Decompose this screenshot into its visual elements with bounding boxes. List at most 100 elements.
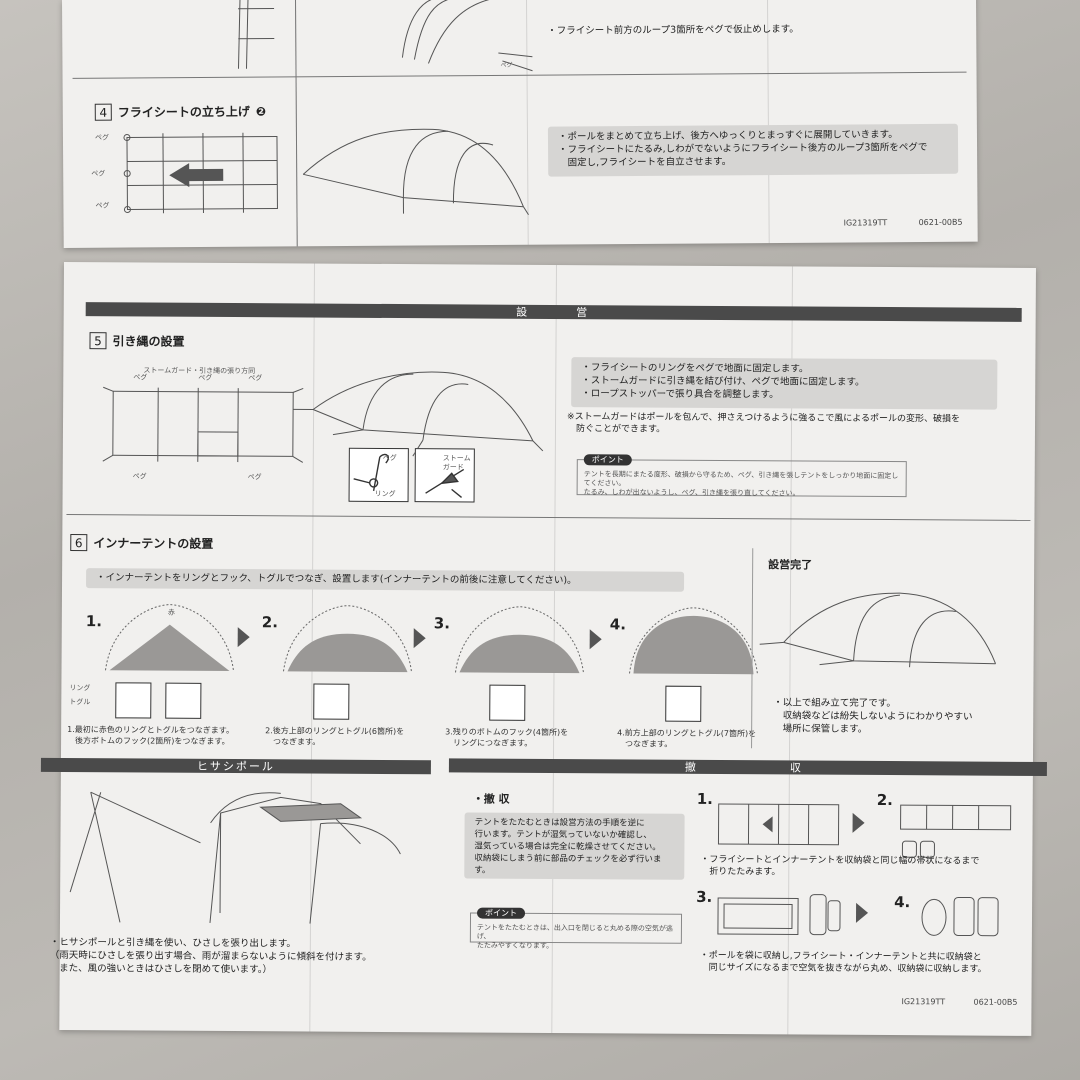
instruction-sheet-lower: 設 営 5 引き縄の設置 ストームガード・引き縄の張り方同 ペグ ペグ ペグ ペ… <box>40 262 1047 1036</box>
point-line: たたみやすくなります。 <box>476 941 554 951</box>
step4-badge: ❷ <box>255 104 267 119</box>
peg-label: ペグ <box>247 473 262 482</box>
peg-label: ペグ <box>132 472 147 481</box>
step3-note: ・フライシート前方のループ3箇所をペグで仮止めします。 <box>547 23 799 37</box>
step5-remark: ※ストームガードはポールを包んで、押さえつけるように強るこで風によるポールの変形… <box>567 411 960 437</box>
note-line: 同じサイズになるまで空気を抜きながら丸め、収納袋に収納します。 <box>699 962 987 975</box>
note-line: 折りたたみます。 <box>700 866 781 878</box>
fold-step-number: 3. <box>696 887 713 906</box>
hook-icon <box>165 682 202 719</box>
direction-arrow-icon <box>169 163 224 188</box>
peg-label: ペグ <box>95 201 110 210</box>
step6-title: 6 インナーテントの設置 <box>70 534 213 552</box>
hisashi-note: ・ヒサシポールと引き縄を使い、ひさしを張り出します。 （雨天時にひさしを張り出す… <box>50 936 372 977</box>
point-label: ポイント <box>583 454 632 466</box>
peg-label: ペグ <box>94 133 109 142</box>
stormguard-icon <box>425 468 465 498</box>
step4-layout-diagram <box>123 132 278 214</box>
step-caption: 3.残りのボトムのフック(4箇所)を リングにつなぎます。 <box>445 727 569 748</box>
instruction-sheet-upper: ペグ ・フライシート前方のループ3箇所をペグで仮止めします。 4 フライシートの… <box>62 0 978 248</box>
inner-tent-step2-diagram <box>283 605 412 673</box>
note-line: 収納袋にしまう前に部品のチェックを必ず行います。 <box>474 853 662 876</box>
note-line: また、風の強いときはひさしを閉めて使います。） <box>49 962 273 976</box>
inner-tent-step1-diagram <box>105 604 235 672</box>
step5-number: 5 <box>89 332 107 350</box>
step5-title-text: 引き縄の設置 <box>112 334 185 349</box>
setup-banner: 設 営 <box>85 302 1022 322</box>
complete-note: ・以上で組み立て完了です。 収納袋などは紛失しないようにわかりやすい 場所に保管… <box>773 696 973 736</box>
document-code: IG21319TT <box>843 218 888 228</box>
fold-note-2: ・ポールを袋に収納し,フライシート・インナーテントと共に収納袋と 同じサイズにな… <box>700 950 987 976</box>
next-step-arrow-icon <box>413 628 426 649</box>
inner-tent-step3-diagram <box>455 606 584 674</box>
peg-label: ペグ <box>500 61 512 69</box>
ring-toggle-icon <box>665 685 702 722</box>
step4-title-text: フライシートの立ち上げ <box>117 104 250 120</box>
step-caption: 1.最初に赤色のリングとトグルをつなぎます。 後方ボトムのフック(2箇所)をつな… <box>67 725 235 747</box>
step5-layout-diagram <box>102 386 304 463</box>
fold-step2-diagram <box>900 804 1012 858</box>
step-number: 2. <box>261 613 278 632</box>
ring-label: リング <box>374 489 396 499</box>
fold-step-number: 1. <box>696 789 713 808</box>
step-number: 4. <box>609 615 626 634</box>
complete-title: 設営完了 <box>768 558 813 572</box>
note-line: ・フライシートにたるみ,しわがでないようにフライシート後方のループ3箇所をペグで <box>558 141 928 156</box>
document-code: 0621-00B5 <box>918 217 963 228</box>
note-line: ・以上で組み立て完了です。 <box>773 697 896 710</box>
next-step-arrow-icon <box>852 812 865 833</box>
note-line: 収納袋などは紛失しないようにわかりやすい <box>773 710 973 723</box>
takedown-banner: 撤 収 <box>448 758 1047 777</box>
remark-line: 防ぐことができます。 <box>566 424 666 435</box>
ring-label: リング <box>69 684 91 693</box>
fold-step-number: 2. <box>876 790 893 810</box>
fold-step4-diagram <box>921 896 999 937</box>
note-line: 固定し,フライシートを自立させます。 <box>558 156 732 169</box>
peg-label: ペグ <box>382 453 397 463</box>
ring-peg-detail-box <box>348 447 409 503</box>
next-step-arrow-icon <box>589 629 602 650</box>
hisashi-pole-diagram <box>69 791 401 924</box>
step-caption: 2.後方上部のリングとトグル(6箇所)を つなぎます。 <box>265 726 405 747</box>
ring-toggle-icon <box>313 683 350 720</box>
hisashi-banner: ヒサシポール <box>40 757 431 775</box>
fold-step-number: 4. <box>894 893 911 912</box>
step-number: 1. <box>85 612 103 631</box>
document-code: 0621-00B5 <box>973 997 1018 1007</box>
note-line: ・ロープストッパーで張り具合を調整します。 <box>581 388 779 401</box>
takedown-note: テントをたたむときは設営方法の手順を逆に 行います。テントが湿気っていないか確認… <box>464 812 685 880</box>
inner-tent-step4-diagram <box>629 607 758 675</box>
peg-label: ペグ <box>133 373 148 382</box>
step6-note: ・インナーテントをリングとフック、トグルでつなぎ、設置します(インナーテントの前… <box>86 568 685 592</box>
hook-icon <box>489 684 526 721</box>
peg-label: ペグ <box>198 373 213 382</box>
step6-number: 6 <box>70 534 88 552</box>
step4-note: ・ポールをまとめて立ち上げ、後方へゆっくりとまっすぐに展開していきます。 ・フラ… <box>547 123 959 177</box>
fold-note-1: ・フライシートとインナーテントを収納袋と同じ幅の帯状になるまで 折りたたみます。 <box>700 854 979 880</box>
section-divider <box>66 514 1031 521</box>
step3-tent-diagram: ペグ <box>237 0 533 72</box>
step-number: 3. <box>433 614 450 633</box>
step6-title-text: インナーテントの設置 <box>93 536 214 551</box>
step5-point-box: ポイント テントを長期にまたる度形、破損から守るため、ペグ、引き縄を張しテントを… <box>576 454 907 497</box>
next-step-arrow-icon <box>237 627 250 648</box>
takedown-point-box: ポイント テントをたたむときは、出入口を閉じると丸める際の空気が逃げ、 たたみや… <box>469 907 683 950</box>
step5-tent-diagram <box>293 371 544 457</box>
step4-tent-diagram <box>302 128 529 216</box>
takedown-title: ・撤 収 <box>472 792 510 806</box>
toggle-label: トグル <box>69 698 91 707</box>
fold-step1-diagram <box>717 803 840 846</box>
stormguard-label: ストーム ガード <box>442 454 471 472</box>
point-label: ポイント <box>476 907 526 919</box>
peg-label: ペグ <box>248 374 263 383</box>
peg-icon <box>353 453 389 492</box>
fold-crease <box>766 0 770 244</box>
document-code: IG21319TT <box>901 997 946 1007</box>
point-line: テントを長期にまたる度形、破損から守るため、ペグ、引き縄を張しテントをしっかり地… <box>583 470 899 488</box>
point-line: テントをたたむときは、出入口を閉じると丸める際の空気が逃げ、 <box>476 923 673 941</box>
stormguard-detail-box <box>414 448 475 503</box>
step5-title: 5 引き縄の設置 <box>89 332 185 350</box>
completed-tent-diagram <box>759 592 997 668</box>
step4-title: 4 フライシートの立ち上げ ❷ <box>94 103 267 121</box>
step-caption: 4.前方上部のリングとトグル(7箇所)を つなぎます。 <box>617 728 757 749</box>
